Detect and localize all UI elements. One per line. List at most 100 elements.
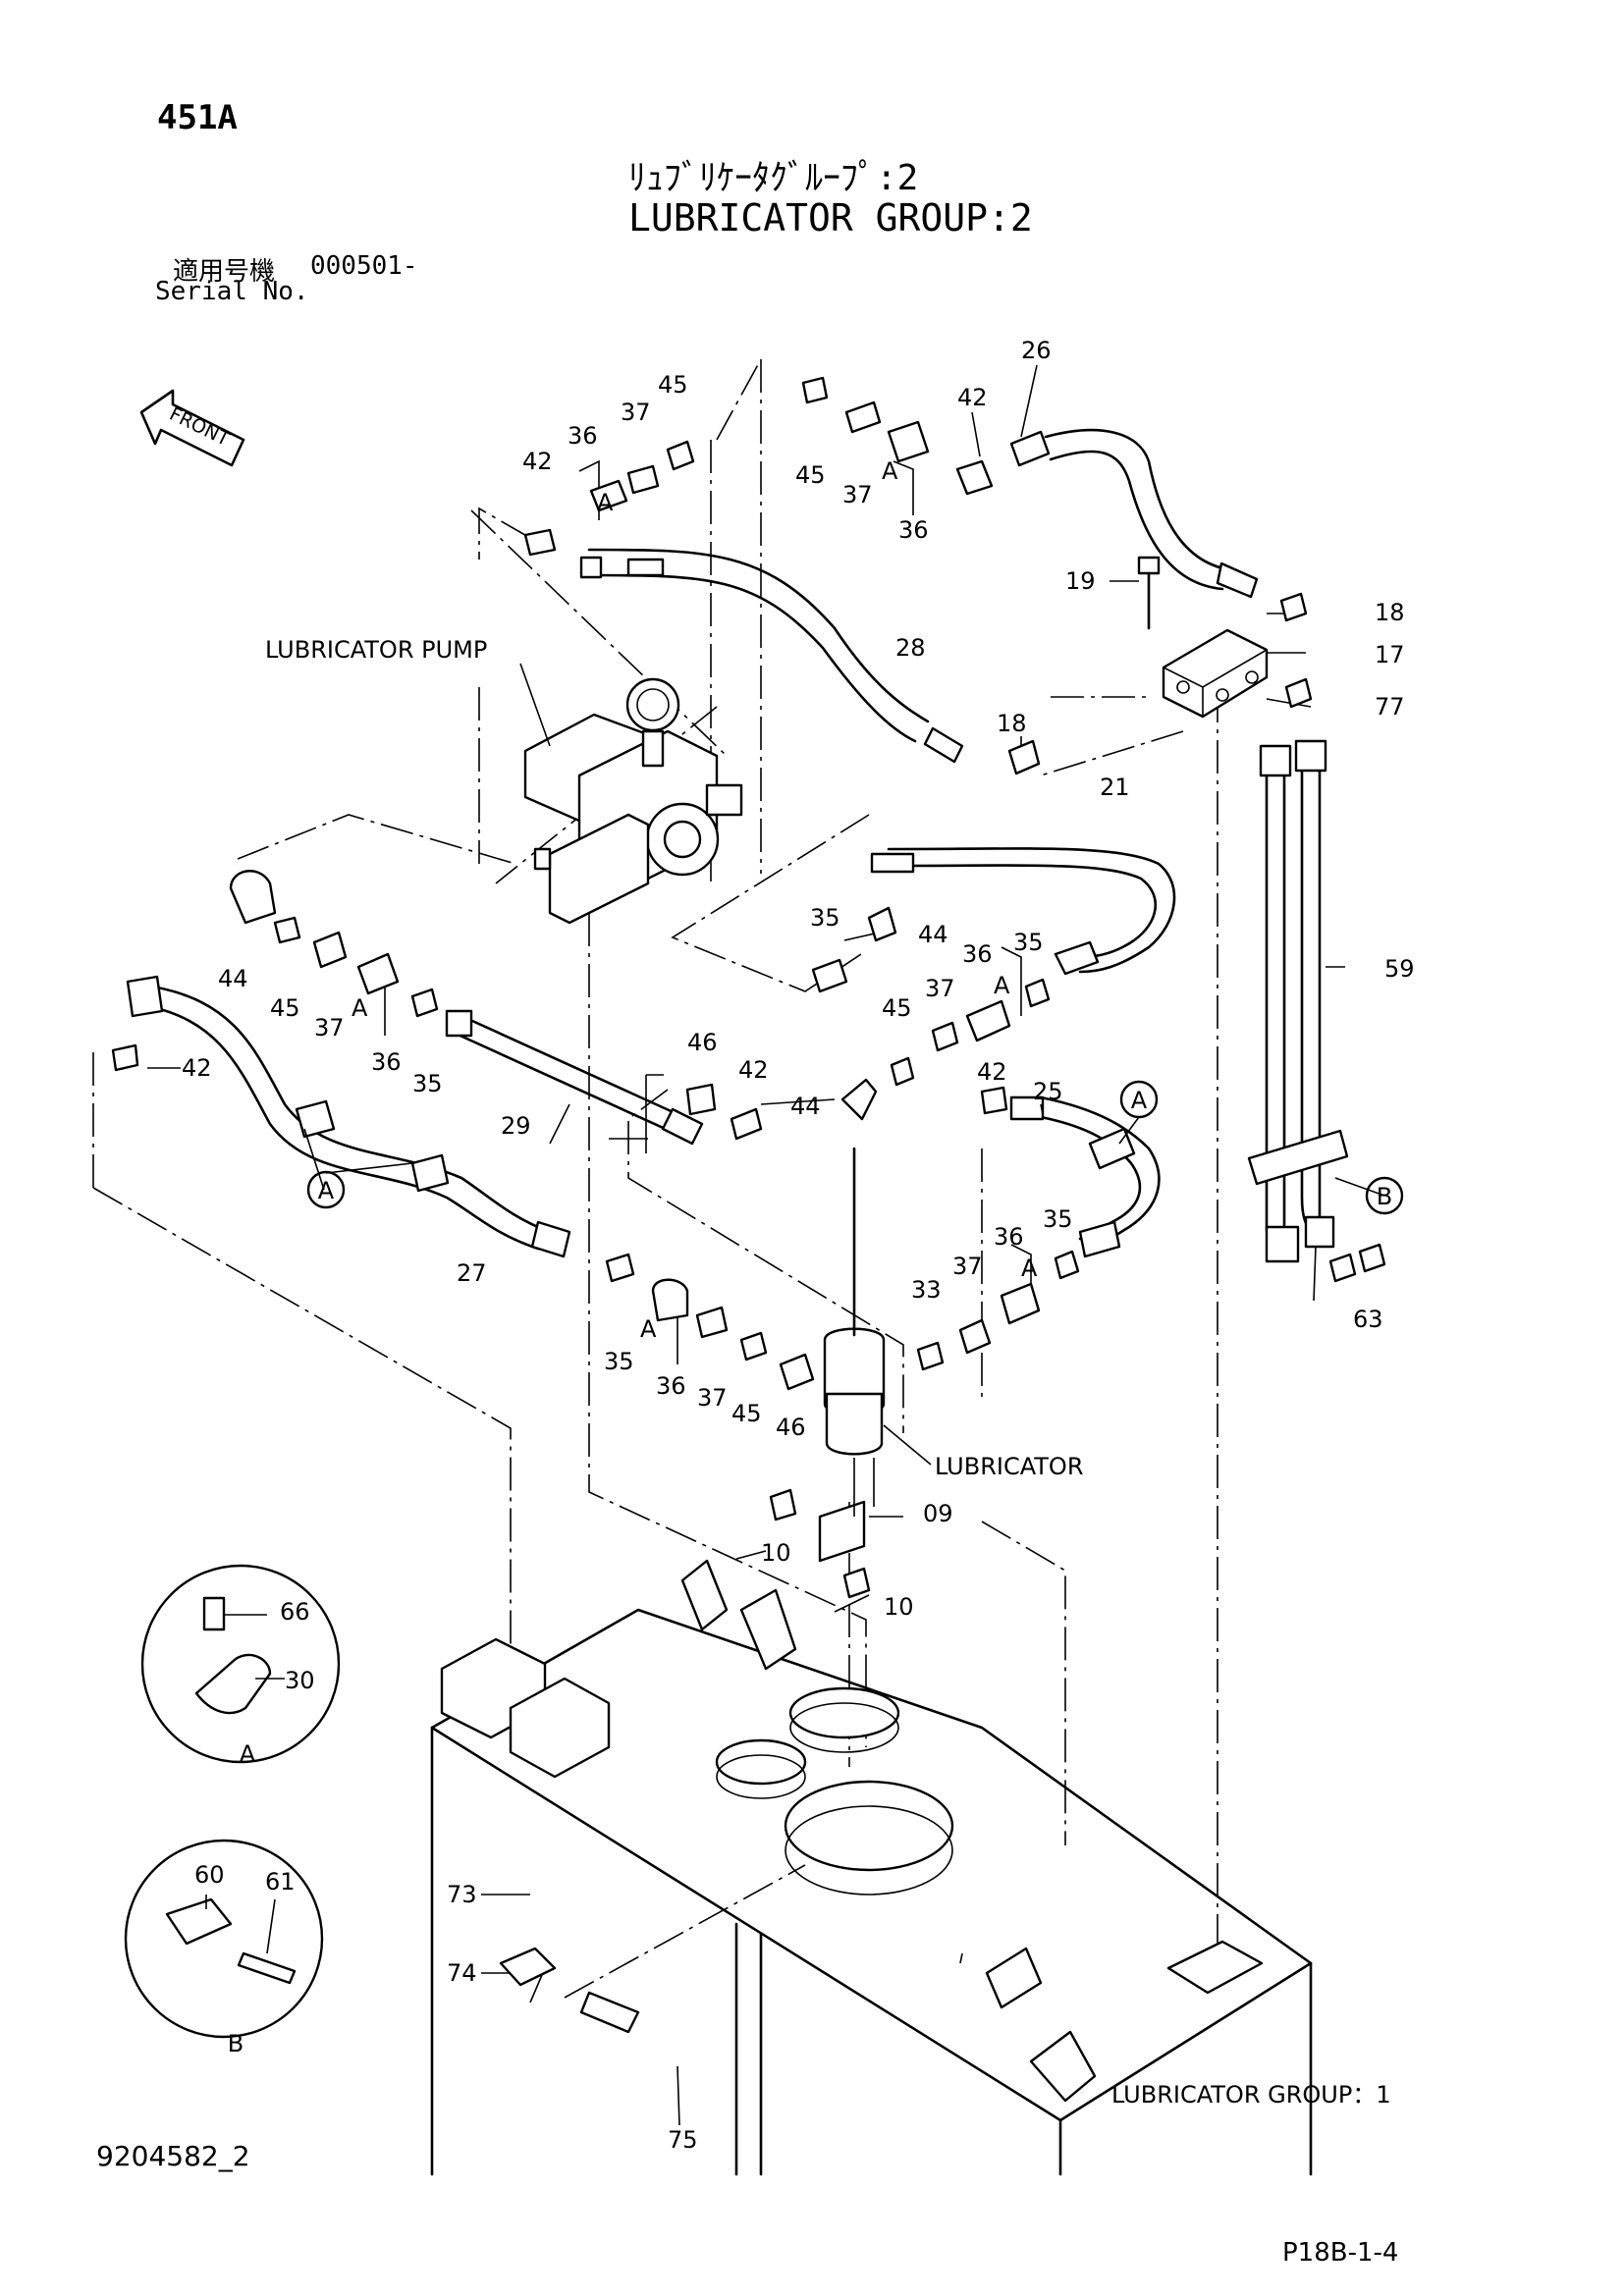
callout-75: 75 [668, 2126, 698, 2154]
callout-45d: 45 [882, 994, 912, 1022]
callout-61: 61 [265, 1868, 296, 1896]
callout-46b: 46 [776, 1414, 806, 1441]
callout-42c: 42 [182, 1054, 212, 1082]
callout-60: 60 [194, 1861, 225, 1889]
page-code: 451A [157, 98, 238, 137]
serial-value: 000501- [310, 251, 418, 281]
svg-text:B: B [1377, 1183, 1392, 1210]
section-brackets [364, 459, 1032, 1364]
callout-46: 46 [687, 1029, 718, 1056]
hose-21 [870, 847, 1176, 976]
callout-42b: 42 [522, 448, 553, 475]
hose-29 [445, 1009, 704, 1146]
front-label: FRONT [166, 403, 233, 451]
callout-ad: A [352, 994, 368, 1022]
callout-36: 36 [898, 516, 929, 544]
circle-marker-a-left: A [306, 1170, 346, 1209]
callout-37f: 37 [952, 1253, 983, 1280]
callout-27: 27 [457, 1259, 487, 1287]
callout-44c: 44 [790, 1093, 821, 1120]
callout-36f: 36 [994, 1223, 1024, 1251]
callout-35d: 35 [604, 1348, 634, 1375]
callout-35c: 35 [412, 1070, 443, 1097]
front-arrow-icon: FRONT [139, 389, 245, 467]
detail-b-circle: B [124, 1839, 324, 2057]
callout-18: 18 [1375, 599, 1405, 626]
circle-marker-a-right: A [1119, 1080, 1159, 1119]
callout-45b: 45 [658, 371, 688, 399]
callout-29: 29 [501, 1112, 531, 1140]
callout-19: 19 [1065, 567, 1096, 595]
callout-18b: 18 [997, 710, 1027, 737]
lubricator-group-1-label: LUBRICATOR GROUP：1 [1111, 2081, 1391, 2109]
distribution-block-17 [1137, 556, 1269, 719]
callout-36c: 36 [962, 940, 993, 968]
callout-10: 10 [761, 1539, 791, 1567]
callout-44: 44 [918, 921, 948, 948]
lubricator-label: LUBRICATOR [935, 1453, 1084, 1480]
lubricator-leader [883, 1424, 932, 1466]
serial-label-japanese: 適用号機 [173, 257, 276, 287]
callout-45e: 45 [731, 1400, 762, 1427]
detail-a-label: A [240, 1740, 256, 1768]
callout-10b: 10 [884, 1593, 914, 1621]
hose-59 [1247, 739, 1349, 1263]
drawing-number: 9204582_2 [96, 2140, 250, 2172]
lubricator-pump-leader [519, 663, 551, 747]
callout-66: 66 [280, 1598, 310, 1626]
callout-09: 09 [923, 1500, 953, 1527]
callout-25: 25 [1033, 1078, 1063, 1105]
svg-text:A: A [1131, 1087, 1148, 1114]
machine-tank [430, 1559, 1313, 2176]
callout-59: 59 [1384, 955, 1415, 983]
callout-35: 35 [810, 904, 840, 932]
callout-45c: 45 [270, 994, 300, 1022]
callout-26: 26 [1021, 337, 1052, 364]
callout-17: 17 [1375, 641, 1405, 668]
callout-63: 63 [1353, 1306, 1383, 1333]
callout-77: 77 [1375, 693, 1405, 721]
detail-b-label: B [228, 2030, 244, 2057]
hose-28 [579, 548, 964, 764]
callout-33: 33 [911, 1276, 942, 1304]
callout-ac: A [994, 972, 1010, 999]
hose-26 [1009, 428, 1259, 599]
serial-label-english: Serial No. [155, 277, 309, 306]
title-japanese: ﾘｭﾌﾞﾘｹｰﾀｸﾞﾙｰﾌﾟ:2 [628, 158, 919, 198]
callout-35e: 35 [1043, 1205, 1073, 1233]
callout-28: 28 [895, 634, 926, 662]
callout-45: 45 [795, 461, 826, 489]
callout-42e: 42 [977, 1058, 1007, 1086]
callout-30: 30 [285, 1667, 315, 1694]
callout-36d: 36 [371, 1048, 402, 1076]
page-reference: P18B-1-4 [1282, 2238, 1399, 2268]
callout-37e: 37 [697, 1384, 728, 1412]
callout-42d: 42 [738, 1056, 769, 1084]
callout-a: A [882, 457, 898, 485]
callout-37b: 37 [621, 399, 651, 426]
callout-44b: 44 [218, 965, 248, 992]
callout-ae: A [640, 1315, 657, 1343]
clamp-74 [499, 1947, 640, 2034]
lubricator-pump-label: LUBRICATOR PUMP [265, 636, 487, 664]
hose-27 [126, 975, 571, 1258]
callout-37d: 37 [925, 975, 955, 1002]
callout-36b: 36 [568, 422, 598, 450]
callout-42: 42 [957, 384, 988, 411]
hose-25 [1009, 1095, 1161, 1258]
lubricator-body [818, 1078, 886, 1563]
callout-37: 37 [842, 481, 873, 508]
callout-73: 73 [447, 1881, 477, 1908]
callout-labels: 26 42 45 37 A 36 45 37 36 A 42 19 18 17 … [182, 337, 1415, 2154]
callout-21: 21 [1100, 774, 1130, 801]
fittings [111, 376, 1386, 1599]
callout-74: 74 [447, 1959, 477, 1987]
callout-af: A [1021, 1255, 1038, 1282]
callout-35b: 35 [1013, 929, 1044, 956]
lubricator-pump [523, 677, 743, 925]
callout-ab: A [597, 489, 614, 516]
detail-a-circle: A [140, 1564, 341, 1768]
title-english: LUBRICATOR GROUP:2 [628, 196, 1033, 240]
